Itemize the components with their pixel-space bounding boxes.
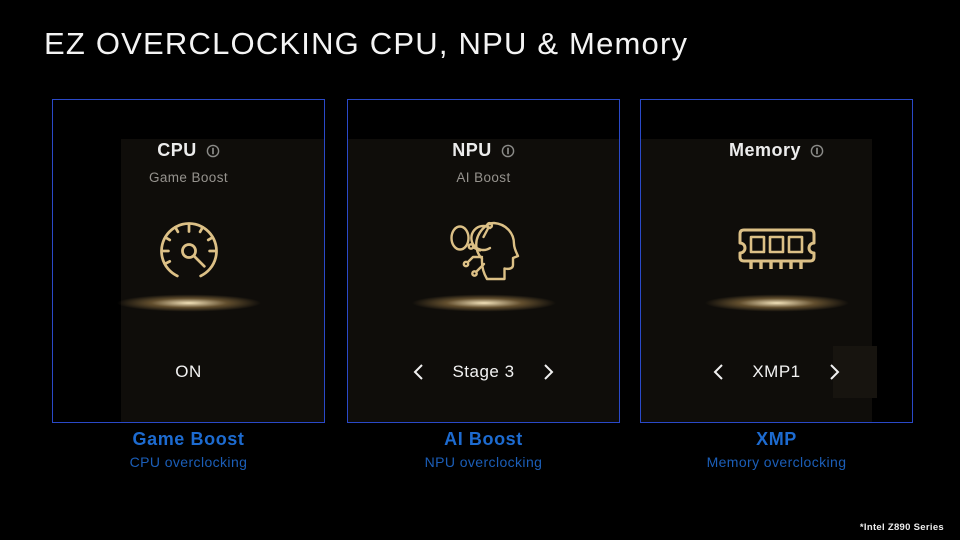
npu-screen-background [348,139,619,422]
chevron-left-icon[interactable] [411,361,425,383]
panel-memory: Memory [640,99,913,423]
info-icon[interactable] [810,144,824,158]
chevron-left-icon[interactable] [711,361,725,383]
xmp-profile-value: XMP1 [752,362,801,381]
caption-game-boost: Game Boost CPU overclocking [52,429,325,470]
caption-subtitle: CPU overclocking [129,454,248,470]
next-button-highlight [833,346,877,398]
cpu-panel-title: CPU [157,140,197,160]
memory-panel-title: Memory [728,140,802,160]
gold-glow [676,291,877,315]
caption-title: XMP [756,429,797,449]
panel-cpu: CPU Game Boost ON [52,99,325,423]
footnote: *Intel Z890 Series [859,522,944,533]
ai-boost-stage-value: Stage 3 [452,362,515,381]
caption-subtitle: Memory overclocking [706,454,847,470]
page-title: EZ OVERCLOCKING CPU, NPU & Memory [44,26,689,61]
panel-npu: NPU AI Boost Stage 3 [347,99,620,423]
info-icon[interactable] [501,144,515,158]
speedometer-icon [152,216,226,286]
npu-panel-title: NPU [452,140,492,160]
gold-glow [88,291,289,315]
caption-title: AI Boost [444,429,523,449]
caption-subtitle: NPU overclocking [424,454,543,470]
npu-panel-subtitle: AI Boost [456,170,511,185]
oc-head-icon [444,211,524,291]
gold-glow [383,291,584,315]
caption-title: Game Boost [132,429,245,449]
caption-xmp: XMP Memory overclocking [640,429,913,470]
chevron-right-icon[interactable] [542,361,556,383]
cpu-panel-subtitle: Game Boost [148,170,229,185]
info-icon[interactable] [206,144,220,158]
caption-ai-boost: AI Boost NPU overclocking [347,429,620,470]
chevron-right-icon[interactable] [828,361,842,383]
ram-module-icon [734,222,820,280]
game-boost-toggle-value[interactable]: ON [175,362,202,381]
cpu-screen-background [121,139,324,422]
